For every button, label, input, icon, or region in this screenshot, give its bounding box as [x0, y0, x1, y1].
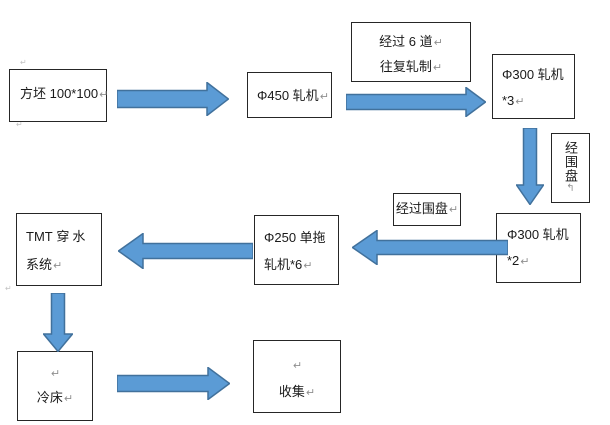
- pilcrow-mark: ↵: [515, 96, 525, 108]
- node-mill-250-line2: 轧机*6↵: [264, 251, 338, 280]
- arrow-tmt-to-cooling-bed[interactable]: [43, 293, 73, 352]
- node-tmt-system[interactable]: TMT 穿水 系统↵: [16, 213, 102, 286]
- node-pass-note[interactable]: 经过 6 道↵ 往复轧制↵: [351, 22, 471, 82]
- node-collection-empty-line: ↵: [254, 352, 340, 379]
- node-cooling-bed-empty-line: ↵: [18, 361, 92, 386]
- pilcrow-mark: ↵: [99, 89, 109, 101]
- node-mill-250-line1: Φ250 单拖: [264, 224, 338, 251]
- node-mill-300-x3-line2: *3↵: [502, 88, 574, 115]
- arrow-mill300x2-to-mill250[interactable]: [352, 230, 508, 265]
- arrow-mill300x3-to-mill300x2[interactable]: [516, 128, 544, 205]
- node-tmt-line2: 系统↵: [26, 251, 101, 280]
- node-mill-300-x3-line1: Φ300 轧机: [502, 62, 574, 88]
- node-mill-300-x2-label1: Φ300 轧机: [507, 227, 569, 242]
- vertical-label-text: 经围盘: [563, 141, 578, 183]
- node-mill-300-x2[interactable]: Φ300 轧机 *2↵: [496, 213, 581, 283]
- node-billet[interactable]: 方坯 100*100↵: [9, 69, 109, 122]
- pilcrow-mark: ↵: [305, 387, 316, 399]
- pilcrow-mark: ↵: [63, 393, 74, 405]
- node-coil-plate-note[interactable]: 经过围盘↵: [393, 193, 461, 226]
- node-billet-line: 方坯 100*100↵: [20, 84, 109, 104]
- node-mill-300-x3-label2: *3: [502, 93, 515, 108]
- node-collection[interactable]: ↵ 收集↵: [253, 340, 341, 413]
- arrow-mill450-to-mill300x3[interactable]: [346, 87, 486, 117]
- node-tmt-line1: TMT 穿水: [26, 223, 101, 251]
- pilcrow-mark: ↵: [433, 37, 443, 49]
- anchor-mark: ↵: [16, 120, 23, 129]
- node-cooling-bed-label: 冷床: [36, 390, 63, 405]
- pilcrow-mark: ↵: [319, 91, 329, 103]
- node-pass-note-label1: 经过 6 道: [379, 34, 433, 49]
- node-pass-note-line1: 经过 6 道↵: [352, 30, 470, 55]
- node-collection-line: 收集↵: [254, 379, 340, 406]
- node-mill-300-x2-line1: Φ300 轧机: [507, 222, 580, 248]
- pilcrow-mark: ↵: [53, 260, 63, 272]
- node-tmt-label1b: 穿水: [56, 229, 89, 244]
- node-mill-300-x2-label2: *2: [507, 253, 520, 268]
- node-coil-plate-note-line: 经过围盘↵: [396, 199, 458, 219]
- arrow-billet-to-mill450[interactable]: [117, 82, 229, 116]
- node-mill-250[interactable]: Φ250 单拖 轧机*6↵: [254, 215, 339, 285]
- node-collection-label: 收集: [278, 384, 305, 399]
- node-mill-450-label: Φ450 轧机: [257, 88, 319, 103]
- node-coil-plate-vertical[interactable]: 经围盘↰: [551, 133, 590, 203]
- pilcrow-mark: ↵: [50, 368, 61, 380]
- node-billet-label: 方坯 100*100: [20, 86, 99, 101]
- node-tmt-label1a: TMT: [26, 229, 53, 244]
- arrow-mill250-to-tmt[interactable]: [118, 233, 253, 269]
- node-mill-300-x3[interactable]: Φ300 轧机 *3↵: [492, 54, 575, 119]
- node-cooling-bed-line: 冷床↵: [18, 386, 92, 411]
- node-pass-note-label2: 往复轧制: [379, 59, 432, 74]
- node-mill-250-label1: Φ250 单拖: [264, 230, 326, 245]
- pilcrow-mark: ↵: [520, 256, 530, 268]
- pilcrow-mark: ↵: [448, 204, 459, 217]
- pilcrow-mark: ↵: [432, 62, 443, 74]
- node-coil-plate-note-label: 经过围盘: [395, 201, 448, 217]
- arrow-cooling-bed-to-collection[interactable]: [117, 367, 230, 400]
- node-mill-250-label2: 轧机*6: [264, 257, 303, 272]
- node-cooling-bed[interactable]: ↵ 冷床↵: [17, 351, 93, 421]
- node-mill-450[interactable]: Φ450 轧机↵: [247, 72, 332, 118]
- node-pass-note-line2: 往复轧制↵: [352, 55, 470, 80]
- node-mill-450-line: Φ450 轧机↵: [257, 86, 331, 106]
- anchor-mark: ↵: [5, 284, 12, 293]
- anchor-mark: ↵: [20, 58, 27, 67]
- node-tmt-label2: 系统: [26, 257, 53, 272]
- node-coil-plate-vertical-label: 经围盘↰: [563, 141, 578, 195]
- node-mill-300-x3-label1: Φ300 轧机: [502, 67, 564, 82]
- node-mill-300-x2-line2: *2↵: [507, 248, 580, 275]
- pilcrow-mark: ↵: [303, 260, 313, 272]
- pilcrow-mark: ↵: [292, 360, 303, 372]
- vertical-pilcrow-mark: ↰: [565, 183, 576, 195]
